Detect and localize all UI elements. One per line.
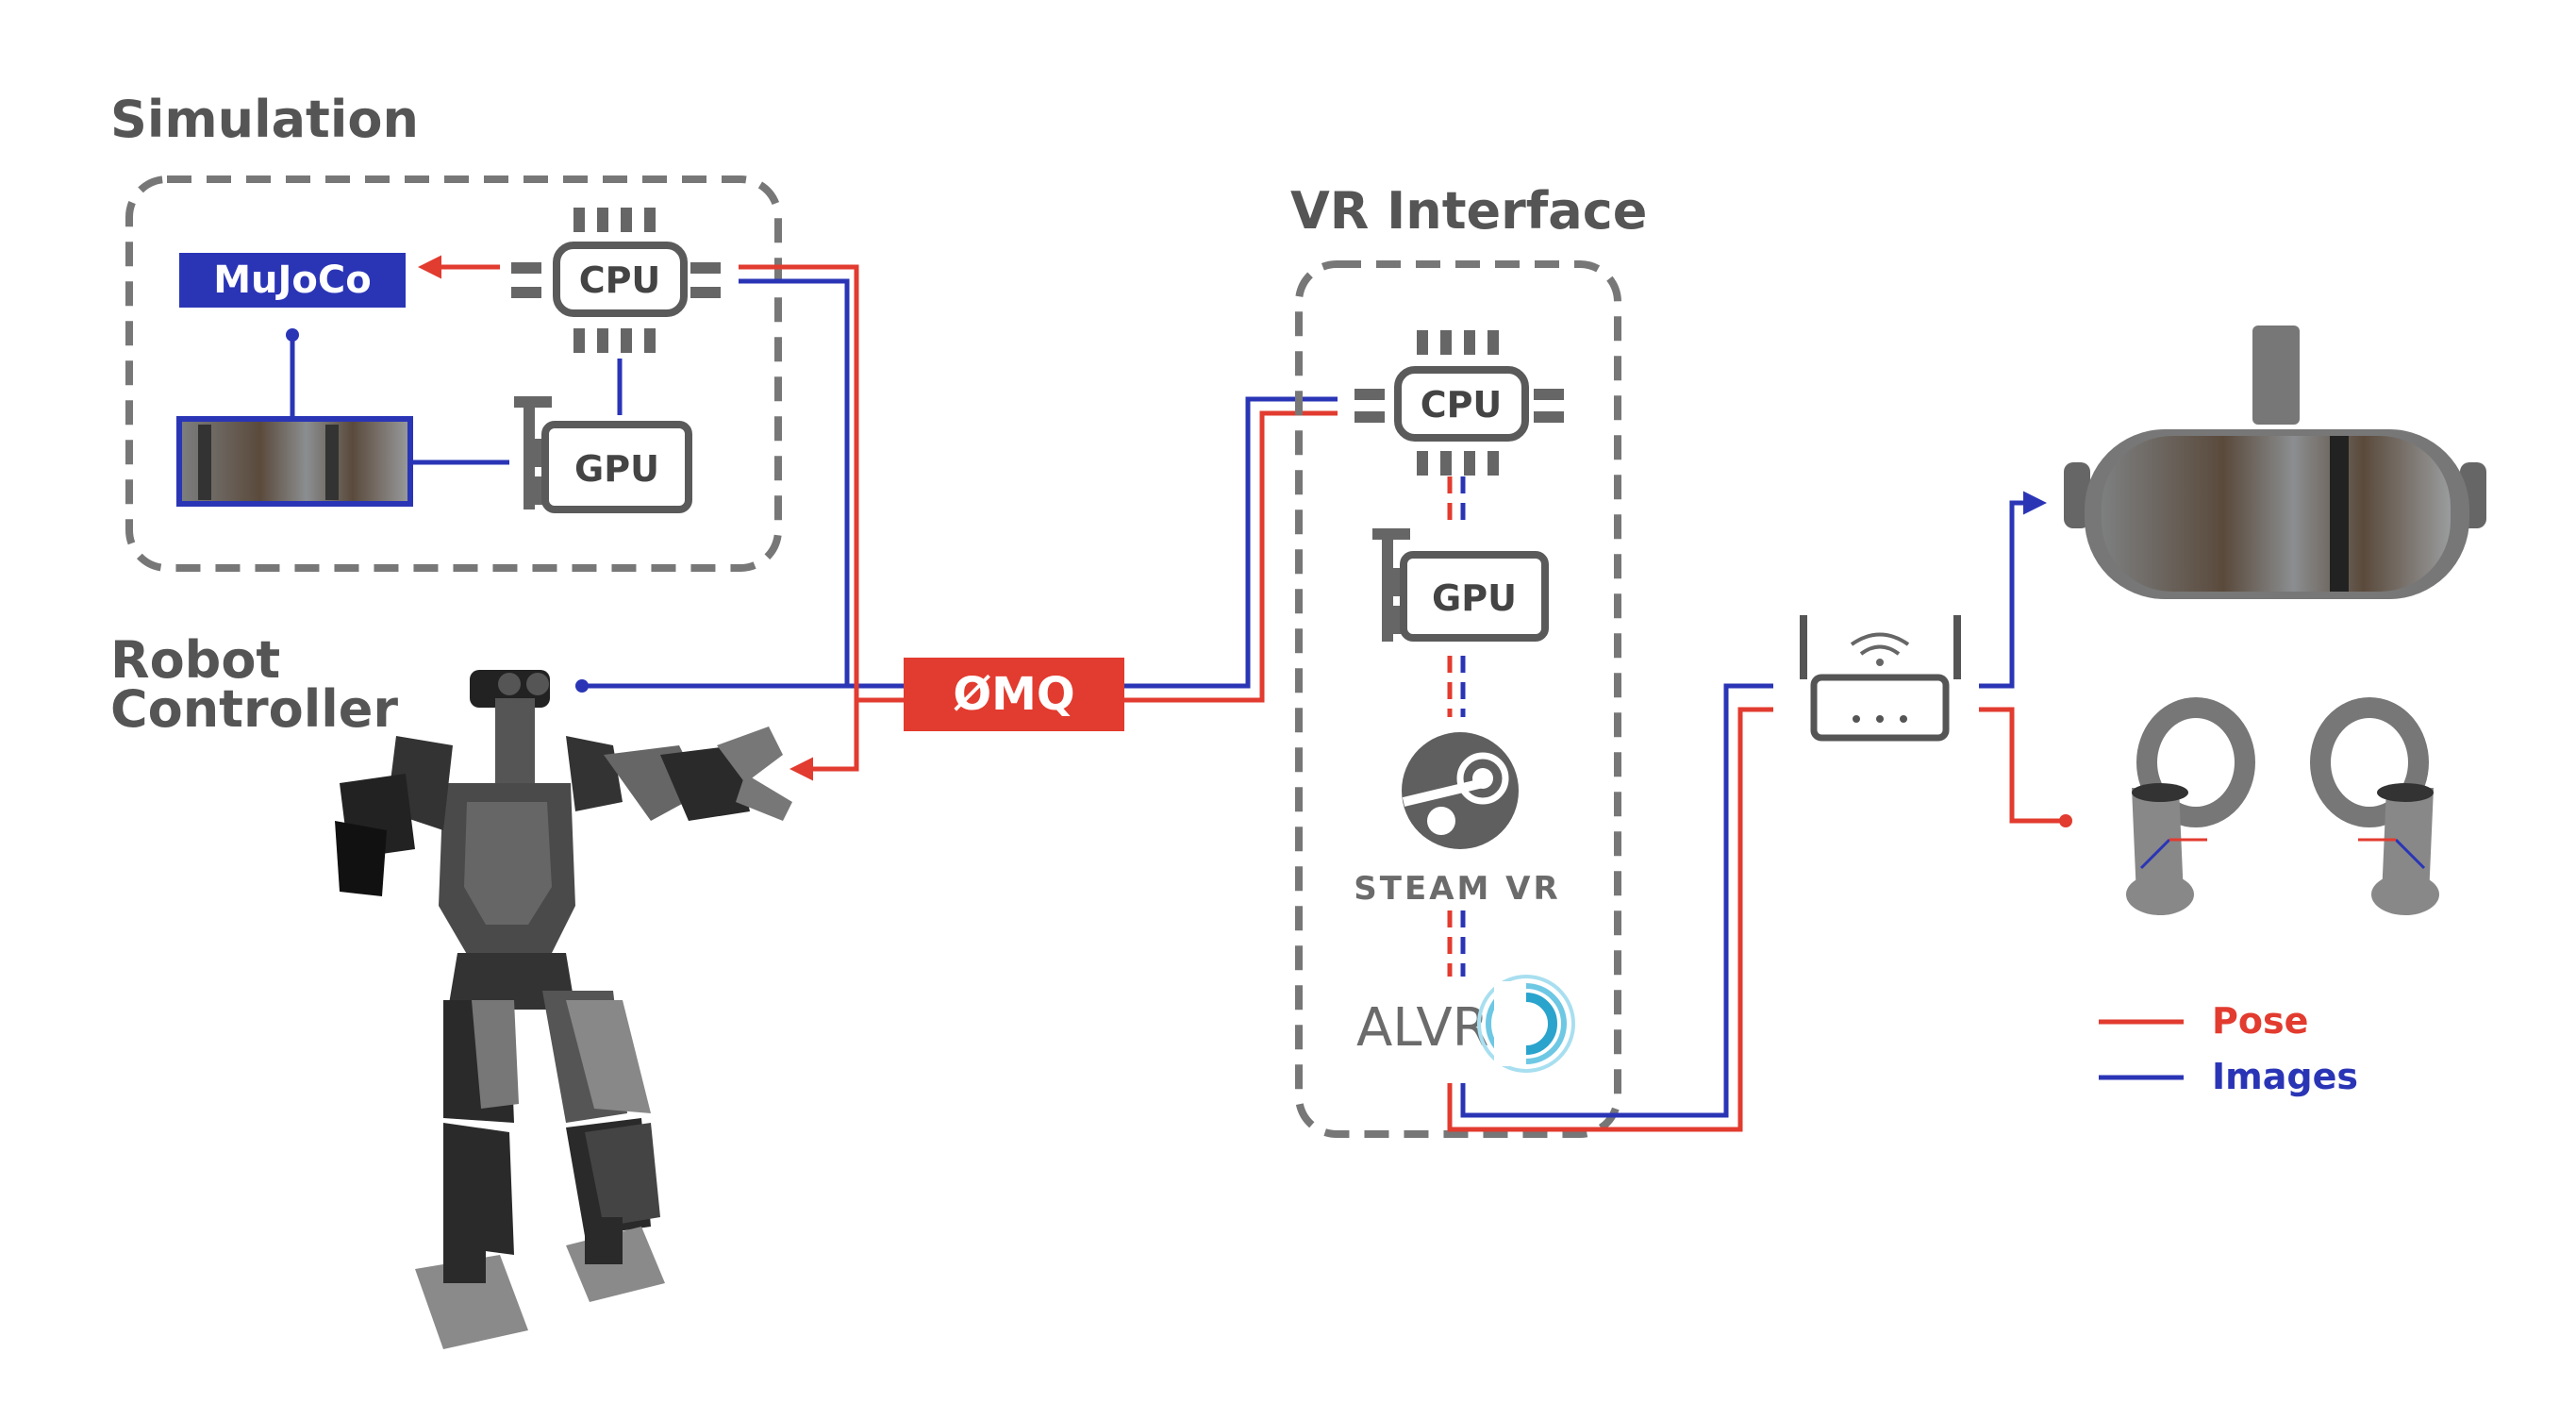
humanoid-robot-icon: [335, 670, 792, 1349]
sim-to-zmq-images: [739, 278, 904, 689]
sim-gpu-card: GPU: [514, 396, 692, 513]
vr-cpu-label: CPU: [1421, 384, 1503, 426]
vr-headset-icon: [2064, 326, 2486, 599]
mujoco-label: MuJoCo: [213, 259, 371, 302]
alvr-to-router-images: [1460, 683, 1773, 1118]
vr-to-zmq-pose: [1124, 410, 1338, 703]
legend-pose-label: Pose: [2212, 1000, 2308, 1042]
steam-vr-label: STEAM VR: [1354, 870, 1560, 908]
zmq-broker-box: ØMQ: [904, 658, 1124, 731]
vr-interface-title: VR Interface: [1290, 181, 1647, 241]
sim-gpu-label: GPU: [574, 448, 659, 490]
alvr-logo-icon: [1477, 975, 1575, 1073]
vr-controllers-icon: [2126, 697, 2439, 915]
sim-cpu-chip: CPU: [511, 208, 721, 353]
zmq-label: ØMQ: [953, 668, 1074, 721]
robot-controller-title-line1: Robot: [110, 630, 280, 690]
steam-logo-icon: [1402, 732, 1519, 849]
robot-controller-title-line2: Controller: [110, 679, 398, 739]
wifi-router-icon: [1800, 615, 1961, 742]
router-to-headset-images: [1979, 491, 2047, 689]
sim-cpu-label: CPU: [579, 259, 661, 301]
legend: Pose Images: [2099, 1000, 2358, 1097]
router-to-alvr-pose: [1447, 707, 1773, 1132]
controllers-to-router-pose: [1979, 707, 2066, 824]
simulation-title: Simulation: [110, 90, 419, 149]
vr-gpu-label: GPU: [1432, 577, 1517, 619]
vr-interface-container: [1295, 260, 1621, 1138]
vr-cpu-chip: CPU: [1354, 330, 1564, 476]
vr-gpu-card: GPU: [1372, 528, 1549, 642]
sim-render-thumbnail: [176, 416, 413, 507]
zmq-to-robot-pose: [789, 700, 859, 781]
alvr-label: ALVR: [1356, 997, 1489, 1059]
legend-images-label: Images: [2212, 1056, 2358, 1097]
zmq-to-vr-images: [1124, 396, 1338, 689]
zmq-to-sim-pose: [739, 264, 904, 703]
mujoco-box: MuJoCo: [179, 253, 406, 308]
simulation-container: [125, 175, 782, 572]
vr-internal-links: [1447, 476, 1466, 977]
